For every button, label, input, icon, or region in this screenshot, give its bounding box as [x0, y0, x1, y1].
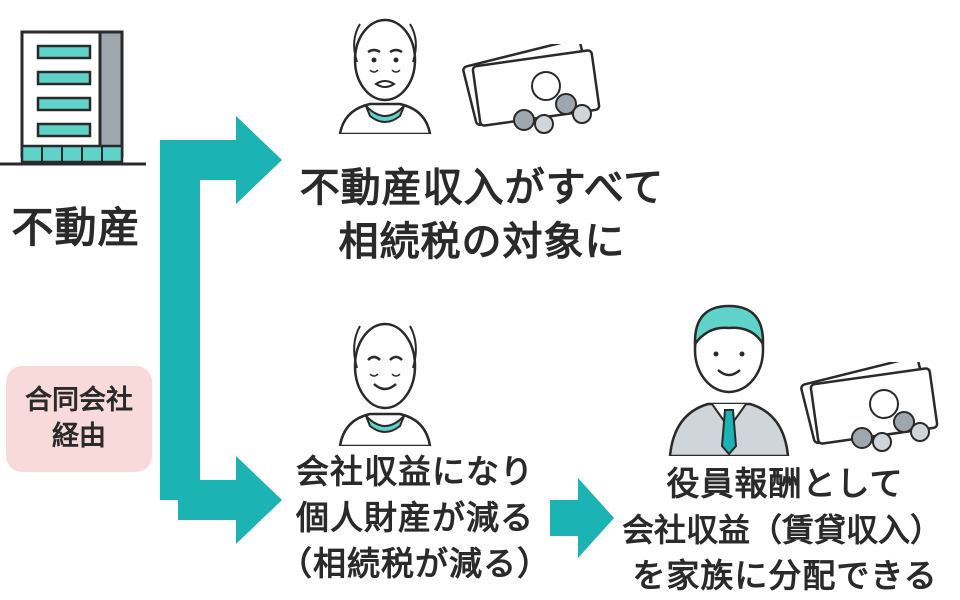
bottom-result-line-1: 会社収益になり	[296, 452, 534, 491]
top-result-line-1: 不動産収入がすべて	[299, 165, 665, 211]
young-man-suit-icon	[668, 304, 790, 456]
banknote-coins-icon	[462, 44, 601, 134]
bottom-result-line-3: （相続税が減る）	[279, 544, 551, 583]
building-icon	[0, 30, 146, 166]
real-estate-label: 不動産	[11, 203, 141, 252]
family-result-line-2: 会社収益（賃貸収入）	[621, 511, 942, 549]
elderly-man-icon	[338, 18, 432, 134]
badge-line-2: 経由	[52, 421, 106, 452]
banknote-coins-icon	[800, 362, 939, 452]
family-result-line-1: 役員報酬として	[666, 464, 904, 503]
arrow-to-bottom	[178, 456, 282, 544]
arrow-to-family	[550, 478, 614, 558]
family-result-line-3: を家族に分配できる	[632, 556, 938, 595]
arrow-to-top	[160, 116, 282, 500]
badge-line-1: 合同会社	[25, 385, 133, 416]
bottom-result-line-2: 個人財産が減る	[296, 498, 534, 537]
llc-badge: 合同会社 経由	[6, 366, 152, 472]
elderly-man-icon	[338, 322, 432, 446]
top-result-line-2: 相続税の対象に	[338, 219, 626, 265]
